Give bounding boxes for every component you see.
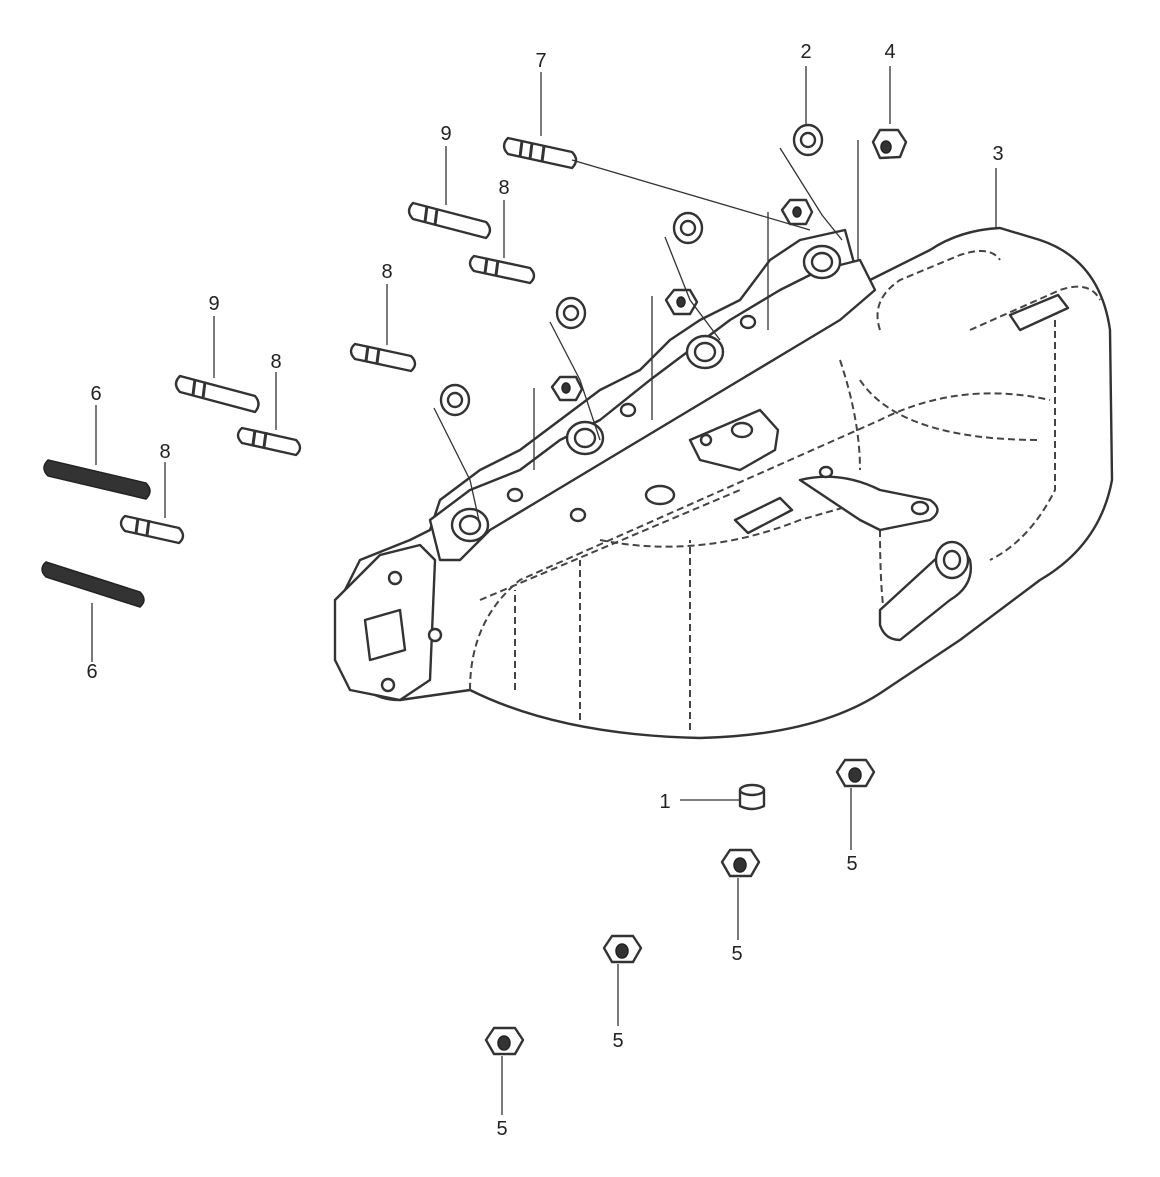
leader-lines: [91, 66, 997, 1115]
stud-part-9: [174, 201, 492, 414]
callout-8-bottom: 8: [159, 441, 170, 463]
callout-5-a: 5: [846, 853, 857, 875]
callout-8-middle: 8: [381, 261, 392, 283]
threaded-stud-part-6: [41, 459, 151, 608]
stud-part-7: [502, 136, 578, 170]
callout-9-lower: 9: [208, 293, 219, 315]
callout-6-lower: 6: [86, 661, 97, 683]
plug-part-1: [738, 783, 766, 811]
callout-4: 4: [884, 41, 895, 63]
callout-2: 2: [800, 41, 811, 63]
callout-7: 7: [535, 50, 546, 72]
washer-part-2: [439, 123, 824, 417]
callout-8-upper: 8: [498, 177, 509, 199]
callout-9-upper: 9: [440, 123, 451, 145]
nut-part-5: [484, 758, 876, 1056]
callout-6-upper: 6: [90, 383, 101, 405]
callout-8-lower: 8: [270, 351, 281, 373]
callout-labels: 2 4 3 7 9 8 8 9 8 6 8 6 1 5 5 5 5: [86, 41, 1003, 1140]
nut-part-4: [550, 128, 908, 402]
callout-3: 3: [992, 143, 1003, 165]
callout-5-b: 5: [731, 943, 742, 965]
exhaust-manifold: [333, 226, 1114, 740]
callout-5-c: 5: [612, 1030, 623, 1052]
callout-5-d: 5: [496, 1118, 507, 1140]
dowel-part-8: [119, 254, 536, 545]
callout-1: 1: [659, 791, 670, 813]
